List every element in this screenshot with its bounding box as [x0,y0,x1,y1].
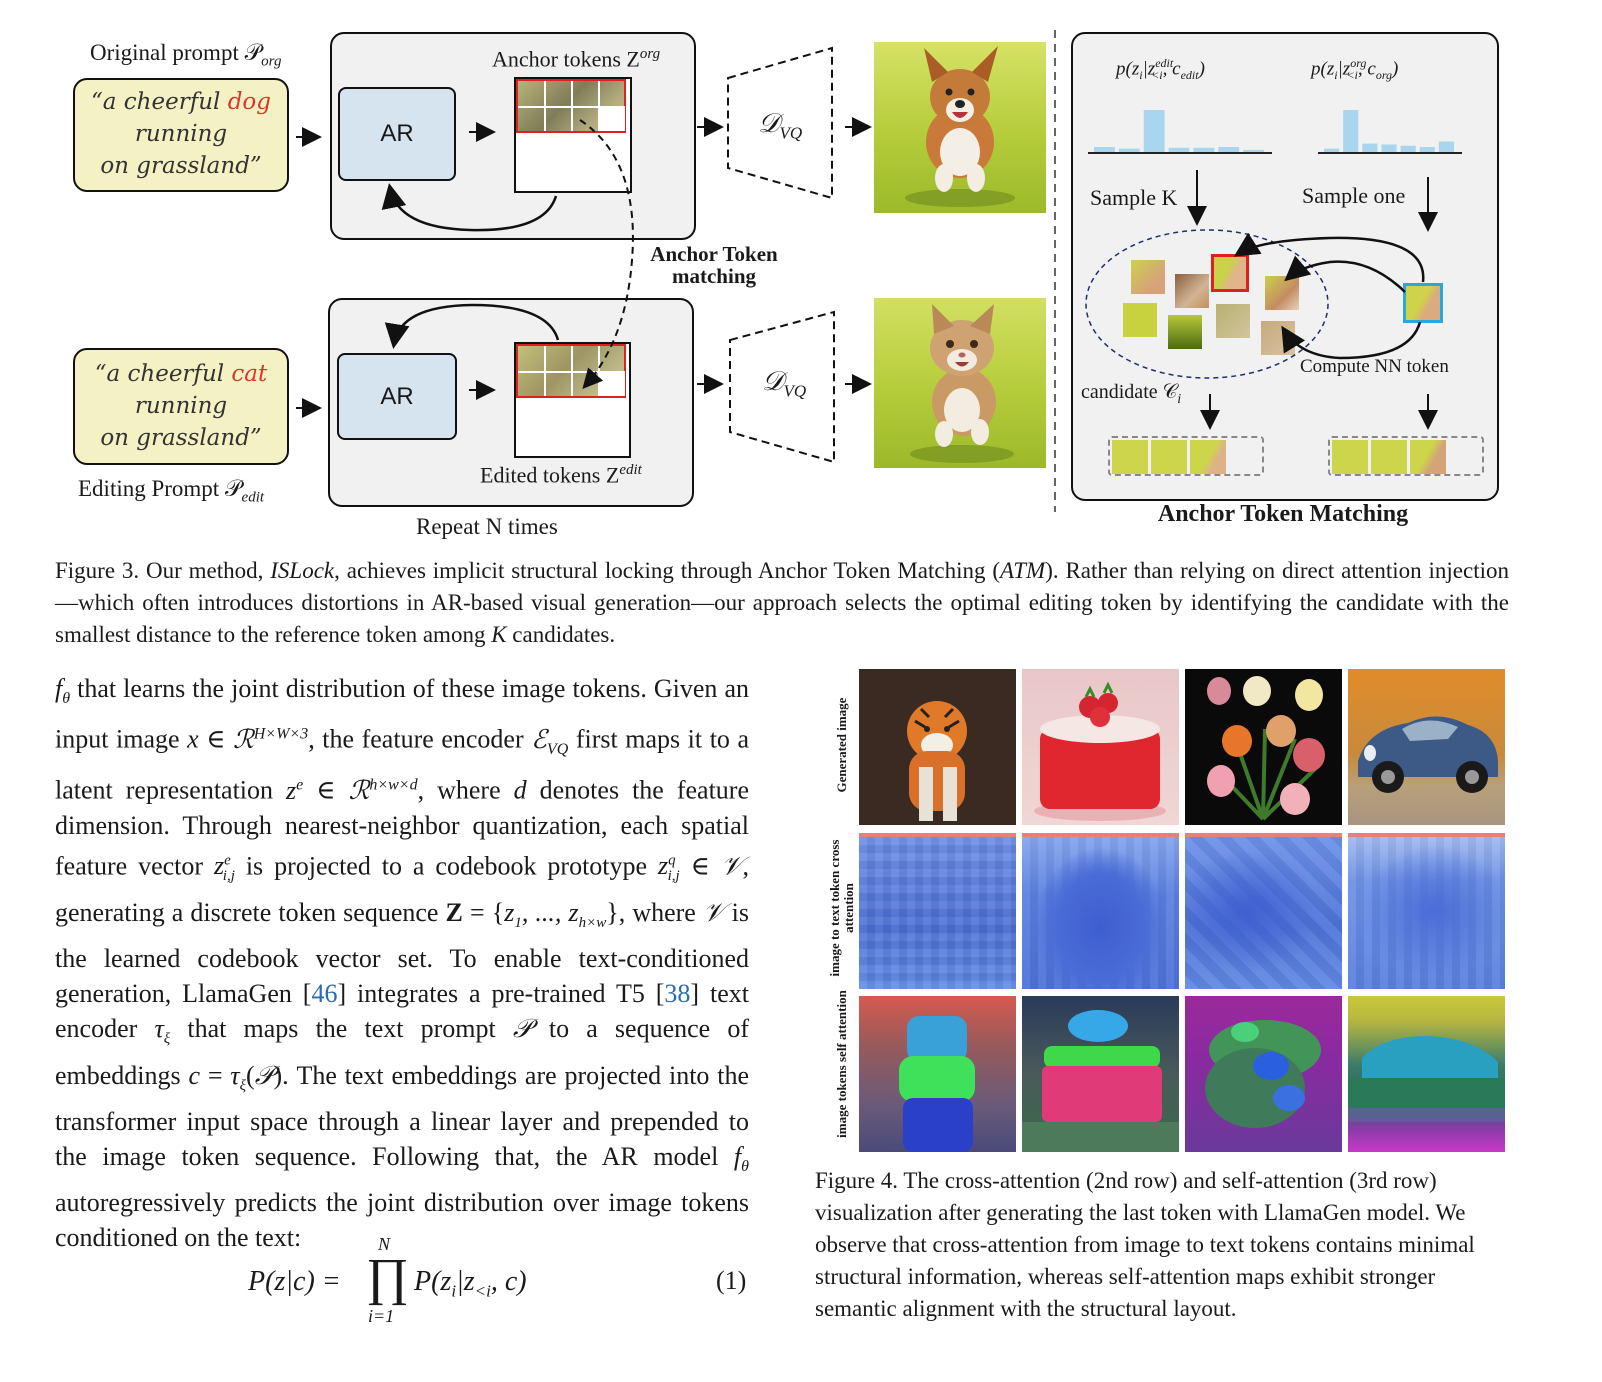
histogram-bar [1419,146,1435,152]
candidate-label: candidate 𝒞i [1081,381,1182,407]
row-label-self-attention: image tokens self attention [834,990,849,1138]
sample-k-label: Sample K [1090,185,1178,210]
equation-number: (1) [716,1266,747,1295]
compute-nn-label: Compute NN token [1300,356,1449,377]
histogram-bar [1143,110,1165,152]
anchor-token-empty-cell [598,106,625,131]
generated-dog-image [874,42,1046,213]
candidate-token [1216,304,1250,338]
histogram-bar [1324,148,1340,152]
editing-prompt-box: “a cheerful cat running on grassland” [73,348,289,465]
cross-attention-map-flowers [1185,833,1342,989]
histogram-bar [1381,144,1397,152]
candidate-token [1265,276,1299,310]
body-paragraph: fθ that learns the joint distribution of… [55,674,750,1252]
original-prompt-box: “a cheerful dog running on grassland” [73,78,289,192]
figure-3-connectors [296,46,1438,464]
generated-flowers-image [1185,669,1342,825]
figure-4: Generated image image to text token cros… [810,664,1510,1154]
figure-3-caption: Figure 3. Our method, ISLock, achieves i… [55,558,1509,647]
candidate-token [1168,315,1202,349]
histogram-bar [1193,147,1215,152]
histogram-bar [1438,141,1454,152]
self-attention-map-flowers [1185,996,1342,1152]
ar-model-box-bottom: AR [337,353,457,440]
generated-cake-image [1022,669,1179,825]
figure-4-caption: Figure 4. The cross-attention (2nd row) … [815,1168,1475,1321]
histogram-bar [1094,146,1115,152]
generated-tiger-image [859,669,1016,825]
repeat-label: Repeat N times [416,514,558,539]
vq-decoder-label-top: 𝒟VQ [758,108,803,143]
vq-decoder-label-bottom: 𝒟VQ [762,366,807,401]
reference-token [1403,283,1443,323]
histogram-bar [1243,149,1264,152]
equation-1: P(z|c) = ∏ N i=1 P(zi|z<i, c) [248,1234,527,1326]
histogram-bar [1400,145,1416,152]
cross-attention-map-tiger [859,833,1016,989]
citation-link[interactable]: 46 [311,979,338,1009]
cross-attention-map-cake [1022,833,1179,989]
edited-tokens-label: Edited tokens Zedit [480,462,642,488]
section-separator [1054,30,1056,512]
histogram-bar [1118,148,1140,152]
sample-one-label: Sample one [1302,183,1406,208]
generated-car-image [1348,669,1505,825]
original-prompt-label: Original prompt 𝒫org [90,40,282,70]
editing-prompt-label: Editing Prompt 𝒫edit [78,476,265,506]
histogram-bar [1218,146,1240,152]
histogram-edit [1088,110,1272,154]
anchor-token-matching-label: Anchor Token matching [650,242,778,288]
selected-candidate-token [1211,254,1249,292]
candidate-token [1131,260,1165,294]
histogram-bar [1168,147,1190,152]
self-attention-map-cake [1022,996,1179,1152]
cross-attention-map-car [1348,833,1505,989]
self-attention-map-tiger [859,996,1016,1152]
org-output-token-row [1328,436,1484,476]
candidate-token [1175,274,1209,308]
histogram-bar [1343,110,1359,152]
histogram-bar [1362,143,1378,152]
ar-model-box-top: AR [338,87,456,181]
figure-3: Original prompt 𝒫org “a cheerful dog run… [0,0,1602,550]
dist-edit-label: p(zi|zedit<i, cedit) [1116,56,1205,83]
edit-output-token-row [1108,436,1264,476]
anchor-tokens-label: Anchor tokens Zorg [492,46,661,72]
dist-org-label: p(zi|zorg<i, corg) [1311,56,1399,83]
row-label-generated: Generated image [834,697,849,793]
self-attention-map-car [1348,996,1505,1152]
candidate-token [1123,303,1157,337]
histogram-org [1318,110,1462,154]
generated-cat-image [874,298,1046,468]
atm-title: Anchor Token Matching [1157,501,1409,527]
row-label-cross-attention: image to text token cross attention [827,839,856,977]
citation-link[interactable]: 38 [664,979,691,1009]
